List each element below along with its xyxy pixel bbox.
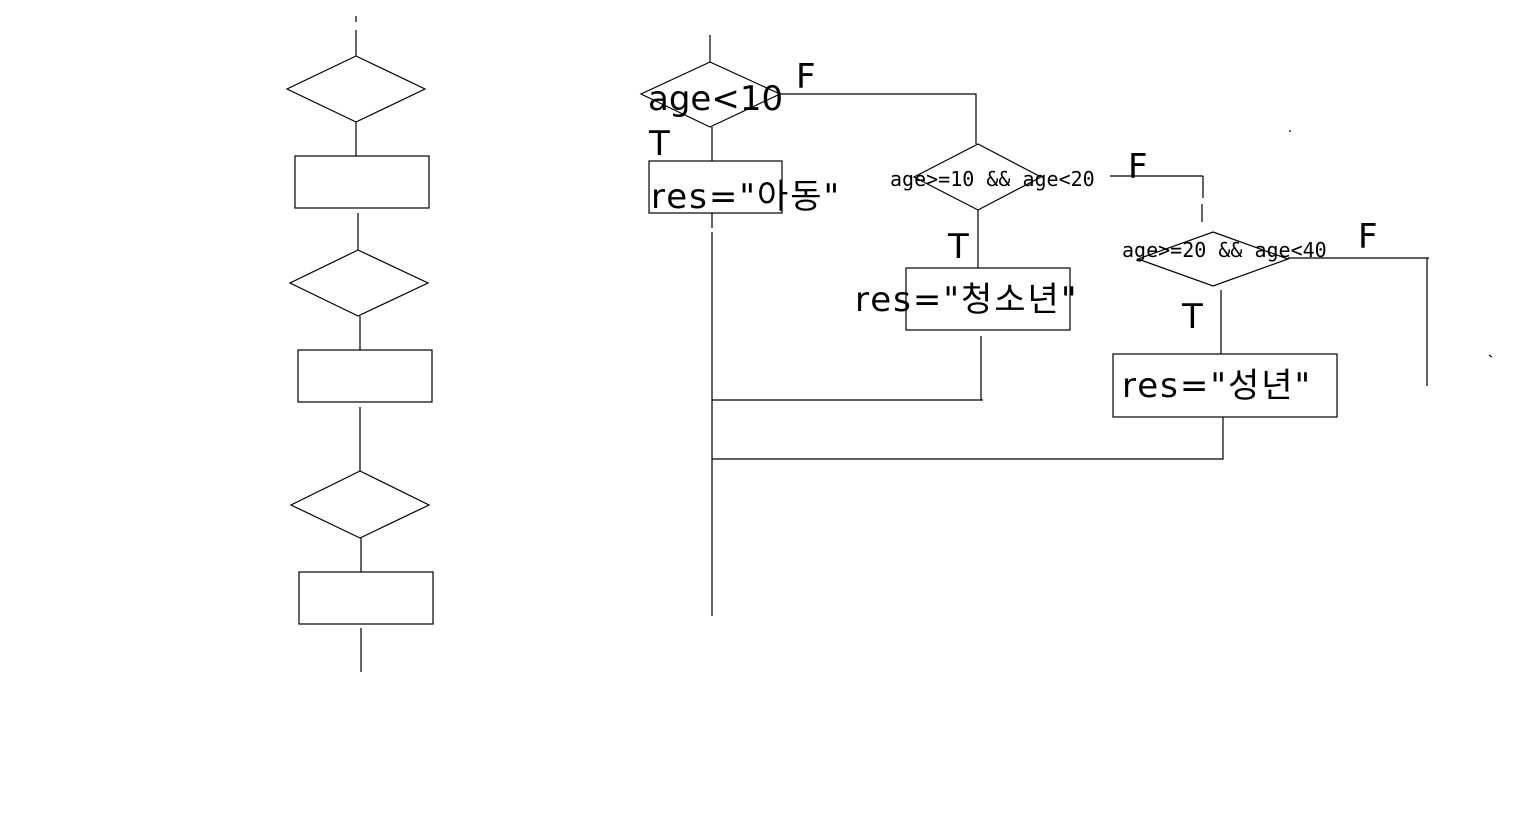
false-label: F: [796, 57, 816, 97]
process-res-child: [648, 160, 783, 214]
blank-flowchart: [285, 16, 434, 672]
process-res-child-label: res="아동": [651, 177, 841, 217]
process-res-teen: [905, 267, 1071, 331]
process-res-adult-label: res="성년": [1122, 366, 1312, 406]
decision-age-lt-10: [639, 61, 782, 128]
true-label: T: [648, 124, 670, 164]
process-box: [298, 571, 434, 625]
true-label: T: [1181, 297, 1203, 337]
process-box: [297, 349, 433, 403]
true-label: T: [947, 227, 969, 267]
decision-diamond: [285, 55, 427, 123]
decision-age-10-20-label: age>=10 && age<20: [890, 167, 1095, 191]
process-box: [294, 155, 430, 209]
false-label: F: [1128, 147, 1148, 187]
age-flowchart: age<10 F T res="아동" age>=10 && age<20 F …: [639, 35, 1493, 616]
process-res-adult: [1112, 353, 1338, 418]
merge-line: [712, 417, 1224, 460]
stray-mark: [1488, 354, 1493, 358]
decision-diamond: [289, 470, 431, 539]
decision-age-lt-10-label: age<10: [648, 79, 783, 119]
process-res-teen-label: res="청소년": [855, 280, 1078, 320]
false-label: F: [1358, 217, 1378, 257]
decision-age-20-40: [1136, 231, 1290, 287]
false-path: [780, 93, 977, 144]
decision-diamond: [288, 249, 430, 317]
